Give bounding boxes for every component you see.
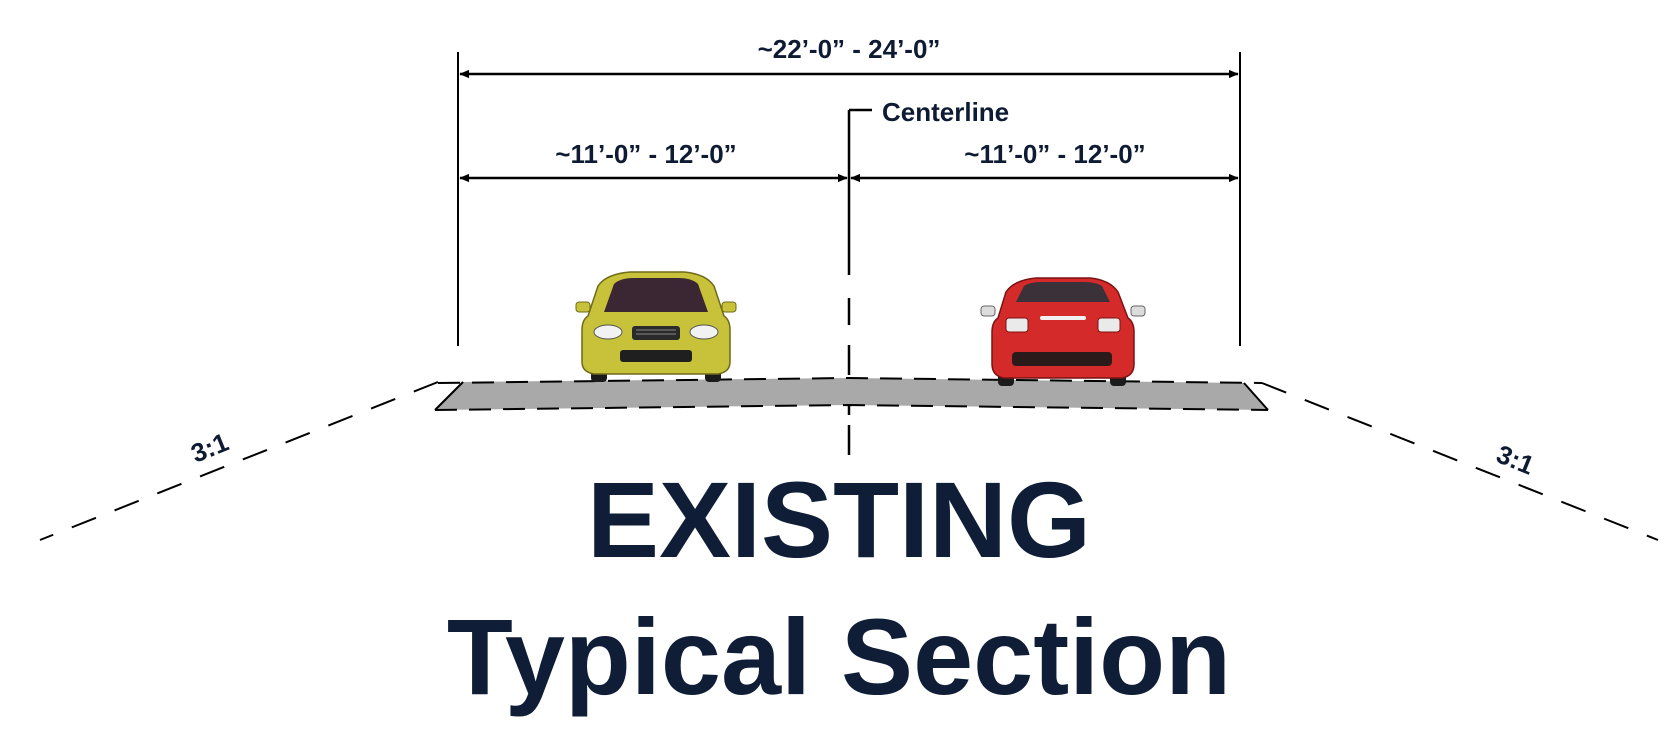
pavement-bottom-edge — [434, 403, 1269, 411]
left-slope-label: 3:1 — [187, 427, 233, 469]
centerline-label: Centerline — [882, 97, 1009, 127]
right-lane-width-label: ~11’-0” - 12’-0” — [964, 139, 1145, 169]
title-line-existing: EXISTING — [586, 459, 1092, 580]
left-car-front-view — [575, 271, 737, 382]
pavement-right-edge — [1243, 382, 1269, 411]
right-side-slope — [1261, 382, 1659, 541]
left-side-slope — [39, 381, 439, 541]
pavement-left-edge — [434, 381, 464, 411]
pavement — [435, 378, 1268, 410]
title-line-typical-section: Typical Section — [446, 596, 1232, 717]
overall-width-label: ~22’-0” - 24’-0” — [758, 34, 941, 64]
left-lane-width-label: ~11’-0” - 12’-0” — [555, 139, 736, 169]
right-car-rear-view — [980, 277, 1146, 386]
